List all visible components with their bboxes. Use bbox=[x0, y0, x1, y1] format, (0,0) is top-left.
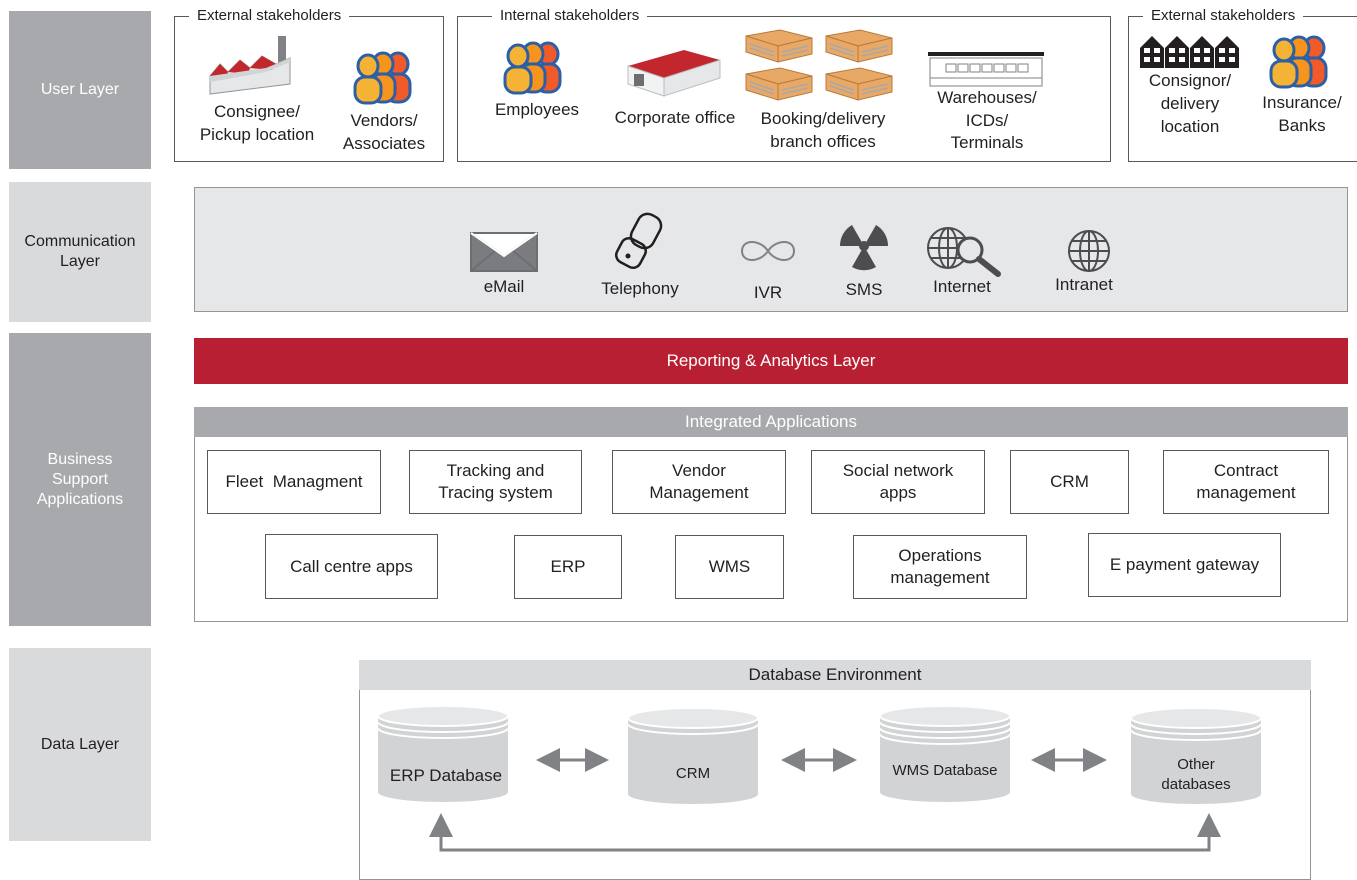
email-label: eMail bbox=[483, 277, 525, 296]
globe-search-icon bbox=[927, 227, 1001, 277]
globe-icon bbox=[1068, 230, 1110, 272]
crm-database-icon bbox=[627, 707, 759, 804]
mobile-phone-icon bbox=[614, 212, 663, 270]
other-databases-icon bbox=[1130, 707, 1262, 804]
radiation-icon bbox=[839, 225, 889, 271]
business-layer-text: Business Support Applications bbox=[36, 450, 124, 508]
ivr-label: IVR bbox=[753, 283, 783, 302]
vendors-label: Vendors/ Associates bbox=[342, 111, 426, 153]
integrated-applications-title: Integrated Applications bbox=[684, 412, 857, 431]
corporate-office-icon bbox=[627, 50, 721, 97]
envelope-icon bbox=[470, 232, 538, 272]
vendor-management-box: Vendor Management bbox=[612, 450, 786, 514]
other-databases-label: Other databases bbox=[1161, 756, 1231, 793]
corporate-office-label: Corporate office bbox=[614, 108, 736, 127]
erp-database-label: ERP Database bbox=[389, 766, 503, 785]
internal-stakeholders-title: Internal stakeholders bbox=[492, 7, 648, 25]
intranet-label: Intranet bbox=[1055, 275, 1113, 294]
data-layer-text: Data Layer bbox=[40, 735, 120, 753]
wms-database-icon bbox=[879, 705, 1011, 802]
communication-layer-text: Communication Layer bbox=[24, 233, 136, 270]
external-stakeholders-right-group: External stakeholders bbox=[1128, 7, 1357, 162]
wms-database-label: WMS Database bbox=[892, 762, 998, 779]
branch-offices-icon bbox=[745, 29, 893, 101]
insurance-people-icon bbox=[1269, 35, 1328, 89]
communication-panel bbox=[194, 187, 1348, 312]
data-layer-label: Data Layer bbox=[9, 648, 151, 841]
erp-app-box: ERP bbox=[514, 535, 622, 599]
external-stakeholders-right-title: External stakeholders bbox=[1143, 7, 1304, 25]
database-environment-header: Database Environment bbox=[359, 660, 1311, 690]
consignee-label: Consignee/ Pickup location bbox=[199, 102, 315, 144]
user-layer-text: User Layer bbox=[40, 81, 120, 98]
e-payment-gateway-box: E payment gateway bbox=[1088, 533, 1281, 597]
crm-app-box: CRM bbox=[1010, 450, 1129, 514]
employees-label: Employees bbox=[494, 100, 580, 119]
people-group-icon bbox=[353, 51, 412, 105]
social-network-apps-box: Social network apps bbox=[811, 450, 985, 514]
integrated-applications-header: Integrated Applications bbox=[194, 407, 1348, 437]
reporting-analytics-label: Reporting & Analytics Layer bbox=[666, 351, 876, 370]
external-stakeholders-left-group: External stakeholders bbox=[174, 7, 444, 162]
contract-management-box: Contract management bbox=[1163, 450, 1329, 514]
external-stakeholders-left-title: External stakeholders bbox=[189, 7, 350, 25]
factory-icon bbox=[209, 36, 291, 95]
operations-management-box: Operations management bbox=[853, 535, 1027, 599]
erp-database-icon bbox=[377, 705, 509, 802]
warehouse-icon bbox=[928, 52, 1044, 87]
houses-icon bbox=[1140, 36, 1239, 68]
erp-other-connector bbox=[439, 832, 1211, 852]
telephony-label: Telephony bbox=[601, 279, 679, 298]
insurance-label: Insurance/ Banks bbox=[1262, 93, 1342, 135]
tracking-system-box: Tracking and Tracing system bbox=[409, 450, 582, 514]
crm-database-label: CRM bbox=[675, 765, 711, 782]
database-environment-title: Database Environment bbox=[748, 665, 922, 684]
sms-label: SMS bbox=[845, 280, 883, 299]
internal-stakeholders-group: Internal stakeholders bbox=[457, 7, 1111, 162]
communication-layer-label: Communication Layer bbox=[9, 182, 151, 322]
reporting-analytics-bar: Reporting & Analytics Layer bbox=[194, 338, 1348, 384]
fleet-management-box: Fleet Managment bbox=[207, 450, 381, 514]
call-centre-apps-box: Call centre apps bbox=[265, 534, 438, 599]
employees-icon bbox=[503, 41, 562, 95]
consignor-label: Consignor/ delivery location bbox=[1148, 71, 1232, 136]
wms-app-box: WMS bbox=[675, 535, 784, 599]
warehouses-label: Warehouses/ ICDs/ Terminals bbox=[937, 88, 1037, 152]
business-layer-label: Business Support Applications bbox=[9, 333, 151, 626]
internet-label: Internet bbox=[933, 277, 991, 296]
branch-offices-label: Booking/delivery branch offices bbox=[760, 109, 886, 151]
user-layer-label: User Layer bbox=[9, 11, 151, 169]
infinity-icon bbox=[740, 241, 796, 261]
